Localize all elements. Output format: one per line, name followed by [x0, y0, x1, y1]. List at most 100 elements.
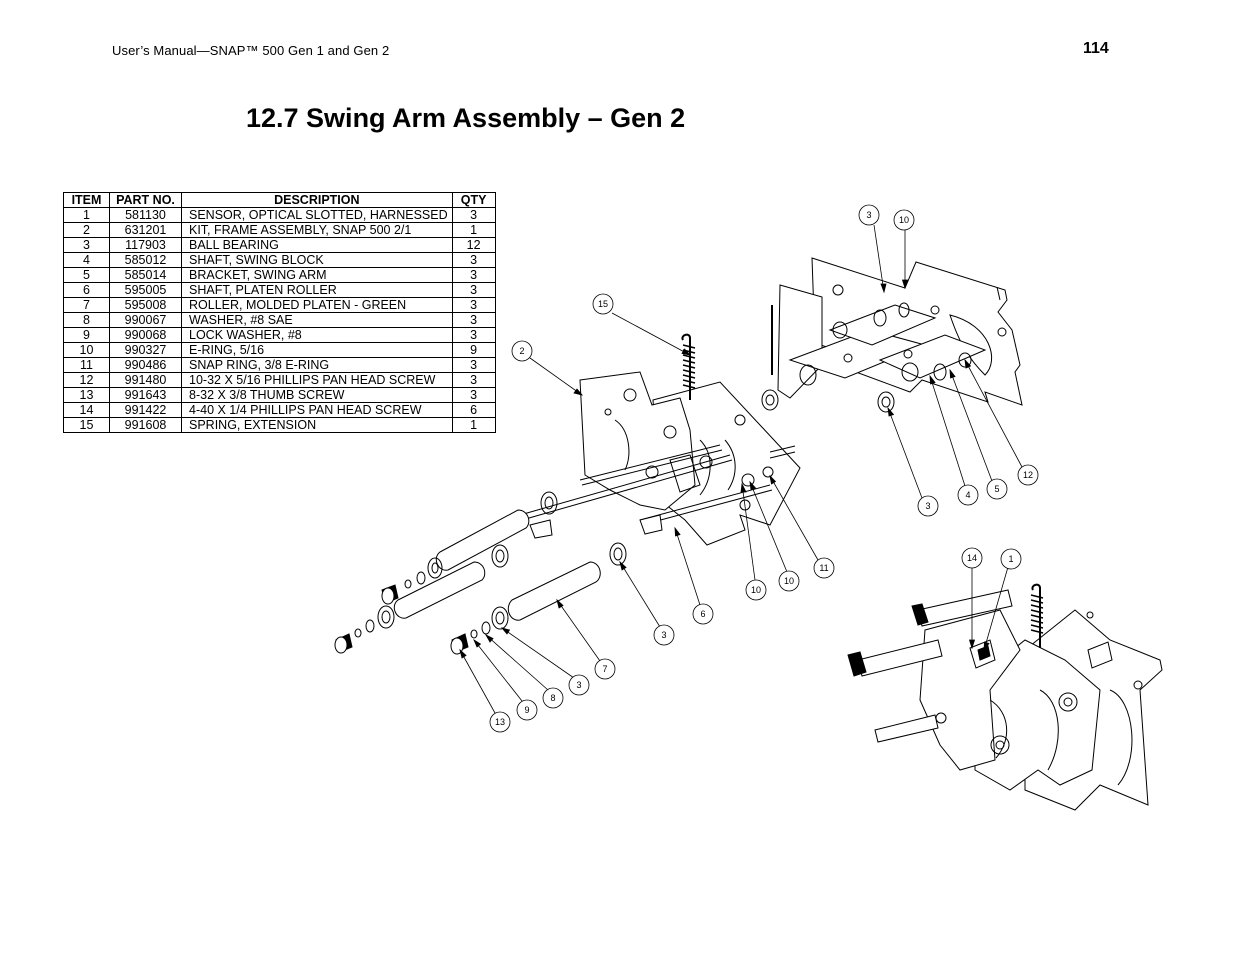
- balloon-label: 4: [965, 490, 970, 500]
- swing-block-shafts: [788, 302, 987, 386]
- balloon-7: 7: [594, 658, 616, 680]
- plate-slot: [724, 439, 736, 491]
- balloon-label: 10: [751, 585, 761, 595]
- balloon-label: 11: [819, 563, 828, 573]
- column-header-item: ITEM: [63, 192, 110, 208]
- washer: [481, 621, 491, 635]
- balloon-label: 3: [866, 210, 871, 220]
- rear-plate-cutout: [949, 314, 993, 376]
- cell-part-no: 585012: [109, 252, 182, 268]
- ball-bearing: [377, 605, 395, 629]
- balloon-3: 3: [858, 204, 880, 226]
- plate-hole: [604, 408, 612, 416]
- washer: [416, 571, 426, 585]
- ball-bearing: [761, 389, 779, 411]
- balloon-label: 1: [1008, 554, 1013, 564]
- optical-sensor: [969, 639, 1113, 669]
- ball-bearing: [491, 606, 509, 630]
- cell-part-no: 991608: [109, 417, 182, 433]
- balloon-3: 3: [917, 495, 939, 517]
- balloon-10: 10: [778, 570, 800, 592]
- balloon-label: 14: [967, 553, 977, 563]
- balloon-label: 10: [784, 576, 794, 586]
- cell-description: SPRING, EXTENSION: [181, 417, 453, 433]
- balloon-label: 3: [576, 680, 581, 690]
- balloon-label: 6: [700, 609, 705, 619]
- balloons: 3 10 15 2 3 4 5 12 11 10 10 6 3 7 3 8 9 …: [489, 204, 1039, 733]
- balloon-8: 8: [542, 687, 564, 709]
- extension-spring: [681, 333, 696, 400]
- cell-part-no: 990486: [109, 357, 182, 373]
- plate-hole: [1086, 611, 1094, 619]
- thumb-screw: [334, 633, 353, 654]
- balloon-label: 5: [994, 484, 999, 494]
- plate-tab: [996, 286, 1001, 301]
- assembly-plate-front: [919, 609, 1021, 771]
- lock-washer: [404, 579, 412, 589]
- balloon-12: 12: [1017, 464, 1039, 486]
- assembly-shafts: [847, 589, 1013, 743]
- balloon-10: 10: [745, 579, 767, 601]
- balloon-14: 14: [961, 547, 983, 569]
- parts-table-header-row: ITEM PART NO. DESCRIPTION QTY: [63, 192, 496, 208]
- balloon-13: 13: [489, 711, 511, 733]
- platen-roller-shafts: [519, 444, 796, 539]
- cell-description: BALL BEARING: [181, 237, 453, 253]
- plate-hole: [832, 284, 844, 296]
- balloon-11: 11: [813, 557, 835, 579]
- platen-roller: [507, 561, 601, 621]
- ball-bearing: [427, 557, 443, 579]
- lock-washer: [470, 629, 478, 639]
- platen-roller: [393, 561, 486, 619]
- balloon-label: 10: [899, 215, 909, 225]
- lock-washer: [354, 628, 362, 638]
- balloon-label: 13: [495, 717, 505, 727]
- balloon-5: 5: [986, 478, 1008, 500]
- ball-bearing: [609, 542, 627, 566]
- balloon-label: 3: [661, 630, 666, 640]
- platen-roller: [435, 509, 530, 571]
- plate-hole: [997, 327, 1007, 337]
- cell-qty: 3: [451, 252, 496, 268]
- page-number: 114: [1083, 40, 1109, 57]
- e-rings: [645, 425, 774, 487]
- balloon-6: 6: [692, 603, 714, 625]
- cell-description: ROLLER, MOLDED PLATEN - GREEN: [181, 297, 453, 313]
- center-frame-group: [519, 371, 801, 546]
- balloon-label: 15: [598, 299, 608, 309]
- cell-qty: 1: [451, 417, 496, 433]
- section-title: 12.7 Swing Arm Assembly – Gen 2: [246, 103, 686, 133]
- balloon-2: 2: [511, 340, 533, 362]
- balloon-label: 3: [925, 501, 930, 511]
- front-side-plate: [777, 284, 823, 399]
- cell-description: KIT, FRAME ASSEMBLY, SNAP 500 2/1: [181, 222, 453, 238]
- plate-slot: [614, 419, 630, 471]
- balloon-4: 4: [957, 484, 979, 506]
- ball-bearing: [877, 391, 895, 413]
- assembly-plate-mid: [974, 639, 1101, 791]
- exploded-rollers: [334, 491, 627, 655]
- plate-hole: [1133, 680, 1143, 690]
- column-header-part-no: PART NO.: [109, 192, 182, 208]
- cell-part-no: 595005: [109, 282, 182, 298]
- plate-slot: [699, 439, 711, 496]
- leader-lines: [459, 224, 1023, 714]
- ball-bearing: [540, 491, 558, 515]
- balloon-label: 9: [524, 705, 529, 715]
- balloon-label: 12: [1023, 470, 1033, 480]
- plate-slot: [1039, 689, 1059, 771]
- balloon-15: 15: [592, 293, 614, 315]
- cell-item: 11: [63, 357, 110, 373]
- cell-qty: 12: [451, 237, 496, 253]
- plate-hole: [623, 388, 637, 402]
